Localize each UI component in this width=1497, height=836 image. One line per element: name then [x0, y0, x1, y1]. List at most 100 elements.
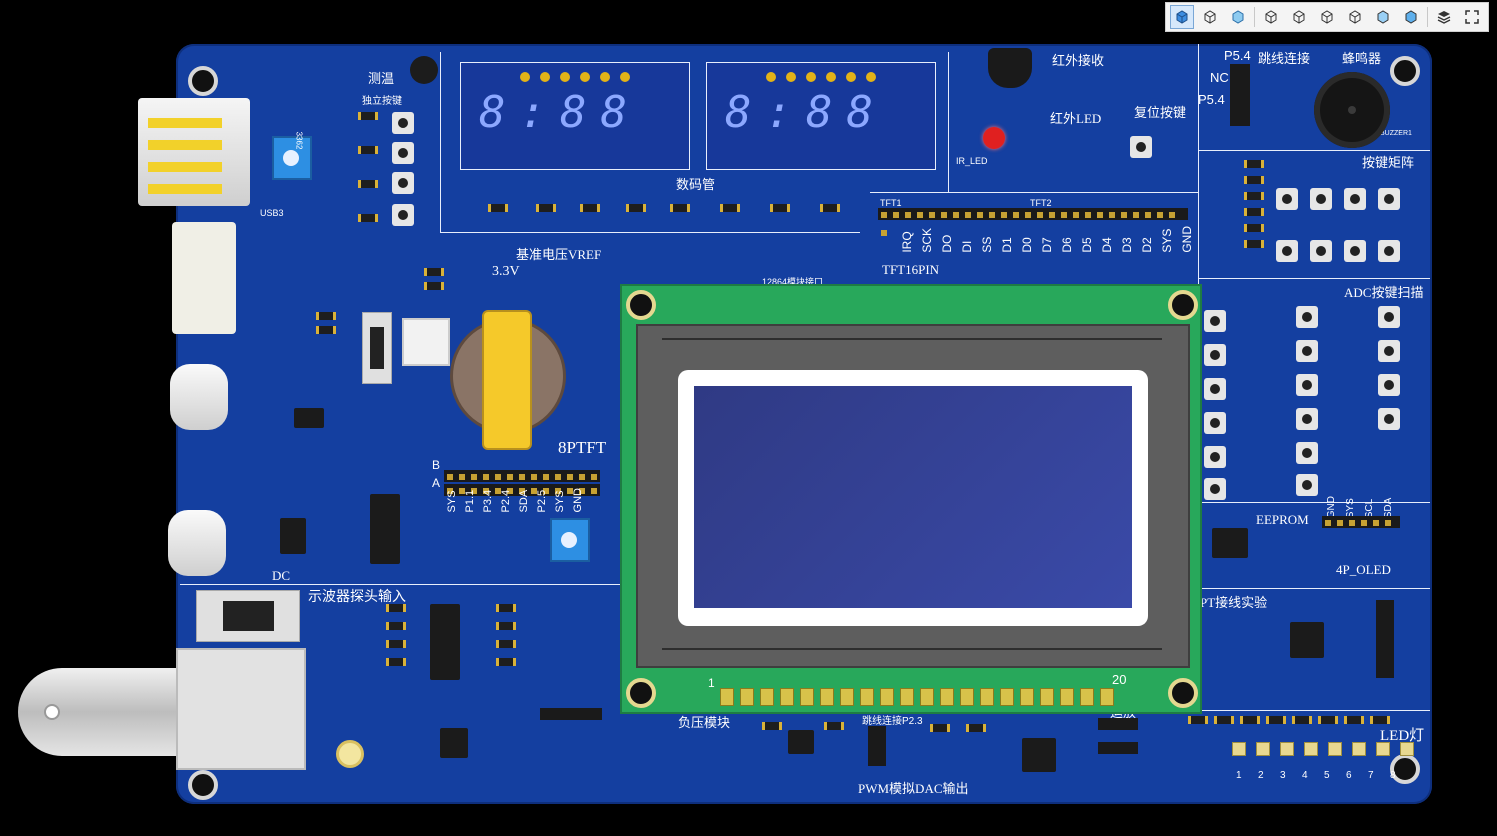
slide-switch[interactable]: [362, 312, 392, 384]
led-number: 6: [1346, 770, 1352, 781]
pt-header[interactable]: [1376, 600, 1394, 678]
adc-key[interactable]: [1296, 408, 1318, 430]
tft8p-header-b: [444, 470, 600, 482]
adc-key[interactable]: [1204, 446, 1226, 468]
tft-pin-label: DO: [940, 234, 954, 253]
lcd-pin: [720, 688, 734, 706]
matrix-key[interactable]: [1378, 188, 1400, 210]
key-button[interactable]: [392, 112, 414, 134]
label-matrix-keys: 按键矩阵: [1362, 155, 1415, 170]
slide-switch-dc[interactable]: [196, 590, 300, 642]
matrix-key[interactable]: [1344, 188, 1366, 210]
adc-key[interactable]: [1204, 344, 1226, 366]
matrix-key[interactable]: [1310, 240, 1332, 262]
solder-pad: [766, 72, 776, 82]
led-number: 8: [1390, 770, 1396, 781]
matrix-key[interactable]: [1378, 240, 1400, 262]
adc-key[interactable]: [1378, 408, 1400, 430]
layers-icon[interactable]: [1432, 5, 1456, 29]
jumper-header[interactable]: [1098, 718, 1138, 730]
view-front-icon[interactable]: [1399, 5, 1423, 29]
label-oled: 4P_OLED: [1336, 562, 1391, 577]
mounting-hole: [1390, 56, 1420, 86]
matrix-key[interactable]: [1276, 240, 1298, 262]
jumper-header[interactable]: [540, 708, 602, 720]
led-number: 4: [1302, 770, 1308, 781]
key-button[interactable]: [392, 172, 414, 194]
ir-receiver: [988, 48, 1032, 88]
smd-resistor: [1188, 716, 1208, 724]
fullscreen-icon[interactable]: [1460, 5, 1484, 29]
key-button[interactable]: [392, 142, 414, 164]
label-eeprom: EEPROM: [1256, 512, 1309, 527]
smd-resistor: [536, 204, 556, 212]
lcd-pin: [940, 688, 954, 706]
smd-resistor: [358, 146, 378, 154]
label-tft2: TFT2: [1030, 198, 1052, 208]
view-left-icon[interactable]: [1315, 5, 1339, 29]
trim-potentiometer[interactable]: [550, 518, 590, 562]
label-digital-tube: 数码管: [676, 177, 716, 192]
solder-pad: [826, 72, 836, 82]
lcd-pin: [880, 688, 894, 706]
adc-key[interactable]: [1296, 340, 1318, 362]
adc-key[interactable]: [1378, 306, 1400, 328]
tft-pin-label: GND: [1180, 226, 1194, 253]
label-buzzer: 蜂鸣器: [1342, 51, 1382, 66]
adc-key[interactable]: [1296, 374, 1318, 396]
adc-key[interactable]: [1296, 442, 1318, 464]
label-p54-b: P5.4: [1198, 92, 1225, 107]
bnc-housing: [176, 648, 306, 770]
usb-a-connector: [138, 98, 250, 206]
view-cube-wire-icon[interactable]: [1198, 5, 1222, 29]
view-cube-front-icon[interactable]: [1170, 5, 1194, 29]
lcd-pin1-label: 1: [708, 676, 715, 690]
trim-potentiometer[interactable]: [272, 136, 312, 180]
adc-key[interactable]: [1204, 412, 1226, 434]
tft-pin-label: D3: [1120, 237, 1134, 253]
view-top-icon[interactable]: [1259, 5, 1283, 29]
bezel-line: [662, 338, 1162, 340]
adc-key[interactable]: [1296, 306, 1318, 328]
smd-resistor: [488, 204, 508, 212]
tft-pin-label: D0: [1020, 237, 1034, 253]
matrix-key[interactable]: [1344, 240, 1366, 262]
smd-capacitor: [424, 268, 444, 276]
view-cube-iso-icon[interactable]: [1226, 5, 1250, 29]
jumper-header[interactable]: [1230, 64, 1250, 126]
adc-key[interactable]: [1378, 340, 1400, 362]
lcd-mount-hole: [1168, 678, 1198, 708]
adc-key[interactable]: [1204, 378, 1226, 400]
adc-key[interactable]: [1204, 310, 1226, 332]
led: [1376, 742, 1390, 756]
smd-resistor: [358, 214, 378, 222]
matrix-key[interactable]: [1310, 188, 1332, 210]
jp1-header[interactable]: [868, 726, 886, 766]
reset-button[interactable]: [1130, 136, 1152, 158]
adc-key[interactable]: [1204, 478, 1226, 500]
lcd-pin: [860, 688, 874, 706]
label-led-lights: LED灯: [1380, 728, 1425, 744]
matrix-key[interactable]: [1276, 188, 1298, 210]
adc-key[interactable]: [1378, 374, 1400, 396]
view-right-icon[interactable]: [1343, 5, 1367, 29]
tft-pin-label: DI: [960, 240, 974, 253]
ic-chip: [430, 604, 460, 680]
adc-key[interactable]: [1296, 474, 1318, 496]
view-back-icon[interactable]: [1371, 5, 1395, 29]
smd-resistor: [1214, 716, 1234, 724]
section-divider: [948, 52, 949, 192]
key-button[interactable]: [392, 204, 414, 226]
led: [1232, 742, 1246, 756]
view-bottom-icon[interactable]: [1287, 5, 1311, 29]
section-divider: [1198, 502, 1430, 503]
ic-chip: [440, 728, 468, 758]
bnc-center-pin: [44, 704, 60, 720]
smd-resistor: [358, 112, 378, 120]
led-number: 7: [1368, 770, 1374, 781]
solder-pad: [600, 72, 610, 82]
smd-resistor: [496, 604, 516, 612]
jumper-header[interactable]: [1098, 742, 1138, 754]
tft8p-pin-labels: SYS P1.1 P3.4 P2.4 SDA P2.5 SYS GND: [446, 488, 584, 512]
power-button[interactable]: [402, 318, 450, 366]
